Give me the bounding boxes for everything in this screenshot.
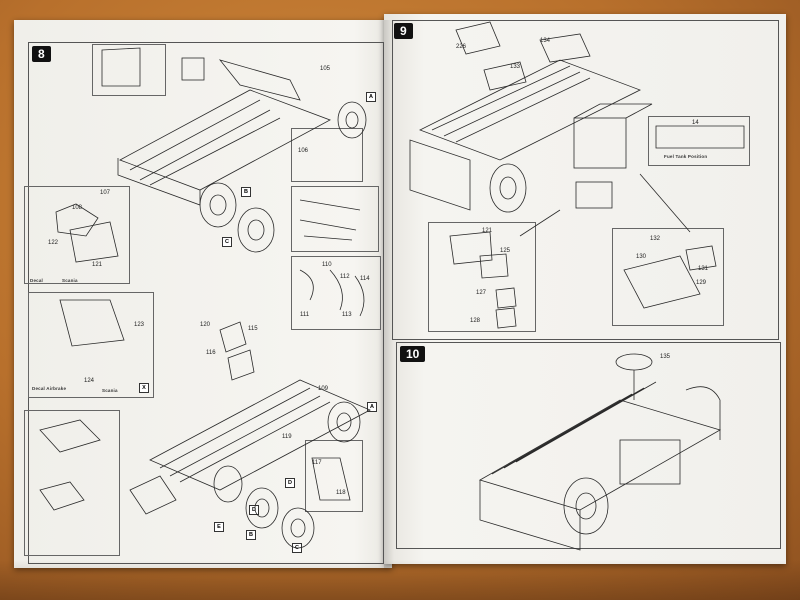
part-label-226: 226 bbox=[456, 44, 467, 50]
part-label-122: 122 bbox=[48, 240, 59, 246]
step-9-number: 9 bbox=[394, 23, 413, 39]
marker-a-bottom: A bbox=[367, 402, 377, 412]
part-label-130: 130 bbox=[636, 254, 647, 260]
scania-label-1: Scania bbox=[62, 278, 78, 283]
part-label-124: 124 bbox=[84, 378, 95, 384]
part-label-129: 129 bbox=[696, 280, 707, 286]
fuel-tank-position-caption: Fuel Tank Position bbox=[664, 154, 708, 159]
left-instruction-page bbox=[14, 20, 392, 568]
part-label-118: 118 bbox=[336, 490, 346, 496]
part-label-107: 107 bbox=[100, 190, 111, 196]
decal-inset-box-lower bbox=[28, 292, 154, 398]
fuel-tank-position-inset bbox=[648, 116, 750, 166]
part-label-119: 119 bbox=[282, 434, 292, 440]
tank-detail-inset-box bbox=[612, 228, 724, 326]
part-label-121-s9: 121 bbox=[482, 228, 493, 234]
part-label-109: 109 bbox=[318, 386, 329, 392]
marker-c-top: C bbox=[222, 237, 232, 247]
bottom-shadow bbox=[0, 560, 800, 600]
step-8-number: 8 bbox=[32, 46, 51, 62]
cab-parts-inset-box bbox=[24, 410, 120, 556]
marker-b-top: B bbox=[241, 187, 251, 197]
part-label-116: 116 bbox=[206, 350, 216, 356]
book-gutter bbox=[384, 20, 394, 568]
part-label-120: 120 bbox=[200, 322, 211, 328]
marker-b-bottom: B bbox=[246, 530, 256, 540]
part-label-112: 112 bbox=[340, 274, 350, 280]
part-label-110: 110 bbox=[322, 262, 332, 268]
bracket-inset-box bbox=[291, 128, 363, 182]
seat-inset-box bbox=[92, 44, 166, 96]
right-instruction-page bbox=[384, 14, 786, 564]
part-label-123: 123 bbox=[134, 322, 145, 328]
part-label-111: 111 bbox=[300, 312, 310, 318]
part-label-133: 133 bbox=[510, 64, 521, 70]
part-label-128-s9: 128 bbox=[470, 318, 481, 324]
part-label-121: 121 bbox=[92, 262, 103, 268]
part-label-125: 125 bbox=[500, 248, 511, 254]
part-label-114: 114 bbox=[360, 276, 370, 282]
battery-inset-box bbox=[428, 222, 536, 332]
decal-label-1: Decal bbox=[30, 278, 44, 283]
part-label-106: 106 bbox=[298, 148, 309, 154]
scania-label-2: Scania bbox=[102, 388, 118, 393]
part-label-113: 113 bbox=[342, 312, 352, 318]
marker-e: E bbox=[214, 522, 224, 532]
decal-inset-box-upper bbox=[24, 186, 130, 284]
part-label-115: 115 bbox=[248, 326, 258, 332]
marker-d-left: D bbox=[249, 505, 259, 515]
marker-x: X bbox=[139, 383, 149, 393]
part-label-14: 14 bbox=[692, 120, 699, 126]
decal-airbrake-label: Decal Airbrake bbox=[32, 386, 67, 391]
fuel-tank-inset-box bbox=[291, 256, 381, 330]
exhaust-inset-box bbox=[291, 186, 379, 252]
step-9-panel bbox=[392, 20, 779, 340]
marker-a-top: A bbox=[366, 92, 376, 102]
marker-d-right: D bbox=[285, 478, 295, 488]
part-label-135: 135 bbox=[660, 354, 671, 360]
part-label-108: 108 bbox=[72, 205, 83, 211]
part-label-131: 131 bbox=[698, 266, 709, 272]
part-label-127: 127 bbox=[476, 290, 487, 296]
step-parts-inset-box bbox=[305, 440, 363, 512]
part-label-117: 117 bbox=[312, 460, 322, 466]
part-label-105: 105 bbox=[320, 66, 331, 72]
step-10-number: 10 bbox=[400, 346, 426, 362]
part-label-134: 134 bbox=[540, 38, 551, 44]
part-label-132: 132 bbox=[650, 236, 661, 242]
step-10-panel bbox=[396, 342, 781, 549]
